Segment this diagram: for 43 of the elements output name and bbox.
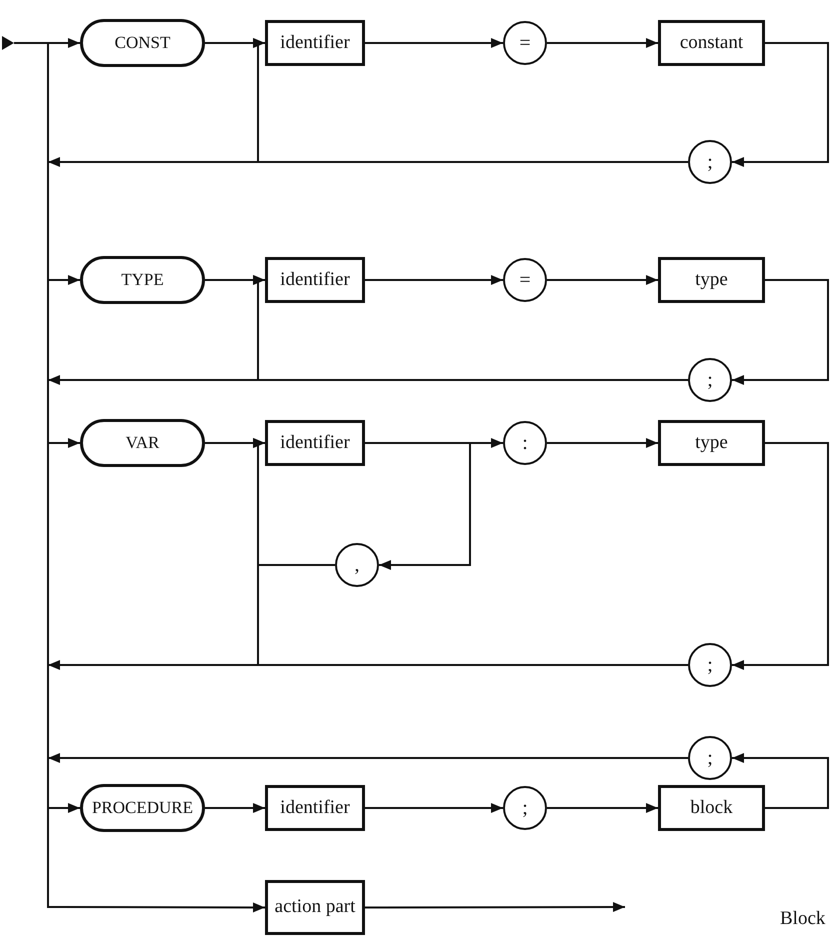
symbol-circle: ; bbox=[688, 736, 732, 780]
arrow bbox=[547, 803, 658, 813]
syntax-box: identifier bbox=[265, 420, 365, 466]
syntax-box: identifier bbox=[265, 20, 365, 66]
symbol-circle: , bbox=[335, 543, 379, 587]
arrow bbox=[14, 38, 80, 48]
arrow bbox=[365, 275, 503, 285]
arrow bbox=[365, 38, 503, 48]
syntax-box: type bbox=[658, 420, 765, 466]
syntax-box: type bbox=[658, 257, 765, 303]
keyword-box: CONST bbox=[80, 19, 205, 67]
symbol-circle: ; bbox=[503, 786, 547, 830]
arrow bbox=[732, 42, 829, 167]
arrow bbox=[48, 803, 80, 813]
arrow bbox=[732, 753, 829, 809]
arrow bbox=[547, 275, 658, 285]
keyword-box: TYPE bbox=[80, 256, 205, 304]
diagram-caption: Block bbox=[780, 908, 826, 930]
symbol-circle: = bbox=[503, 21, 547, 65]
syntax-box: action part bbox=[265, 880, 365, 935]
symbol-circle: ; bbox=[688, 358, 732, 402]
syntax-box: constant bbox=[658, 20, 765, 66]
syntax-box: identifier bbox=[265, 257, 365, 303]
arrow bbox=[48, 275, 80, 285]
arrow bbox=[48, 753, 688, 763]
arrow bbox=[732, 279, 829, 385]
keyword-box: PROCEDURE bbox=[80, 784, 205, 832]
arrow bbox=[47, 895, 265, 912]
arrow bbox=[48, 438, 80, 448]
syntax-box: block bbox=[658, 785, 765, 831]
arrow bbox=[365, 442, 471, 570]
symbol-circle: = bbox=[503, 258, 547, 302]
arrow bbox=[547, 438, 658, 448]
syntax-box: identifier bbox=[265, 785, 365, 831]
symbol-circle: : bbox=[503, 421, 547, 465]
arrow bbox=[205, 803, 265, 813]
arrow bbox=[365, 803, 503, 813]
symbol-circle: ; bbox=[688, 643, 732, 687]
arrow bbox=[365, 902, 625, 912]
keyword-box: VAR bbox=[80, 419, 205, 467]
symbol-circle: ; bbox=[688, 140, 732, 184]
arrow bbox=[732, 442, 829, 670]
arrow bbox=[547, 38, 658, 48]
